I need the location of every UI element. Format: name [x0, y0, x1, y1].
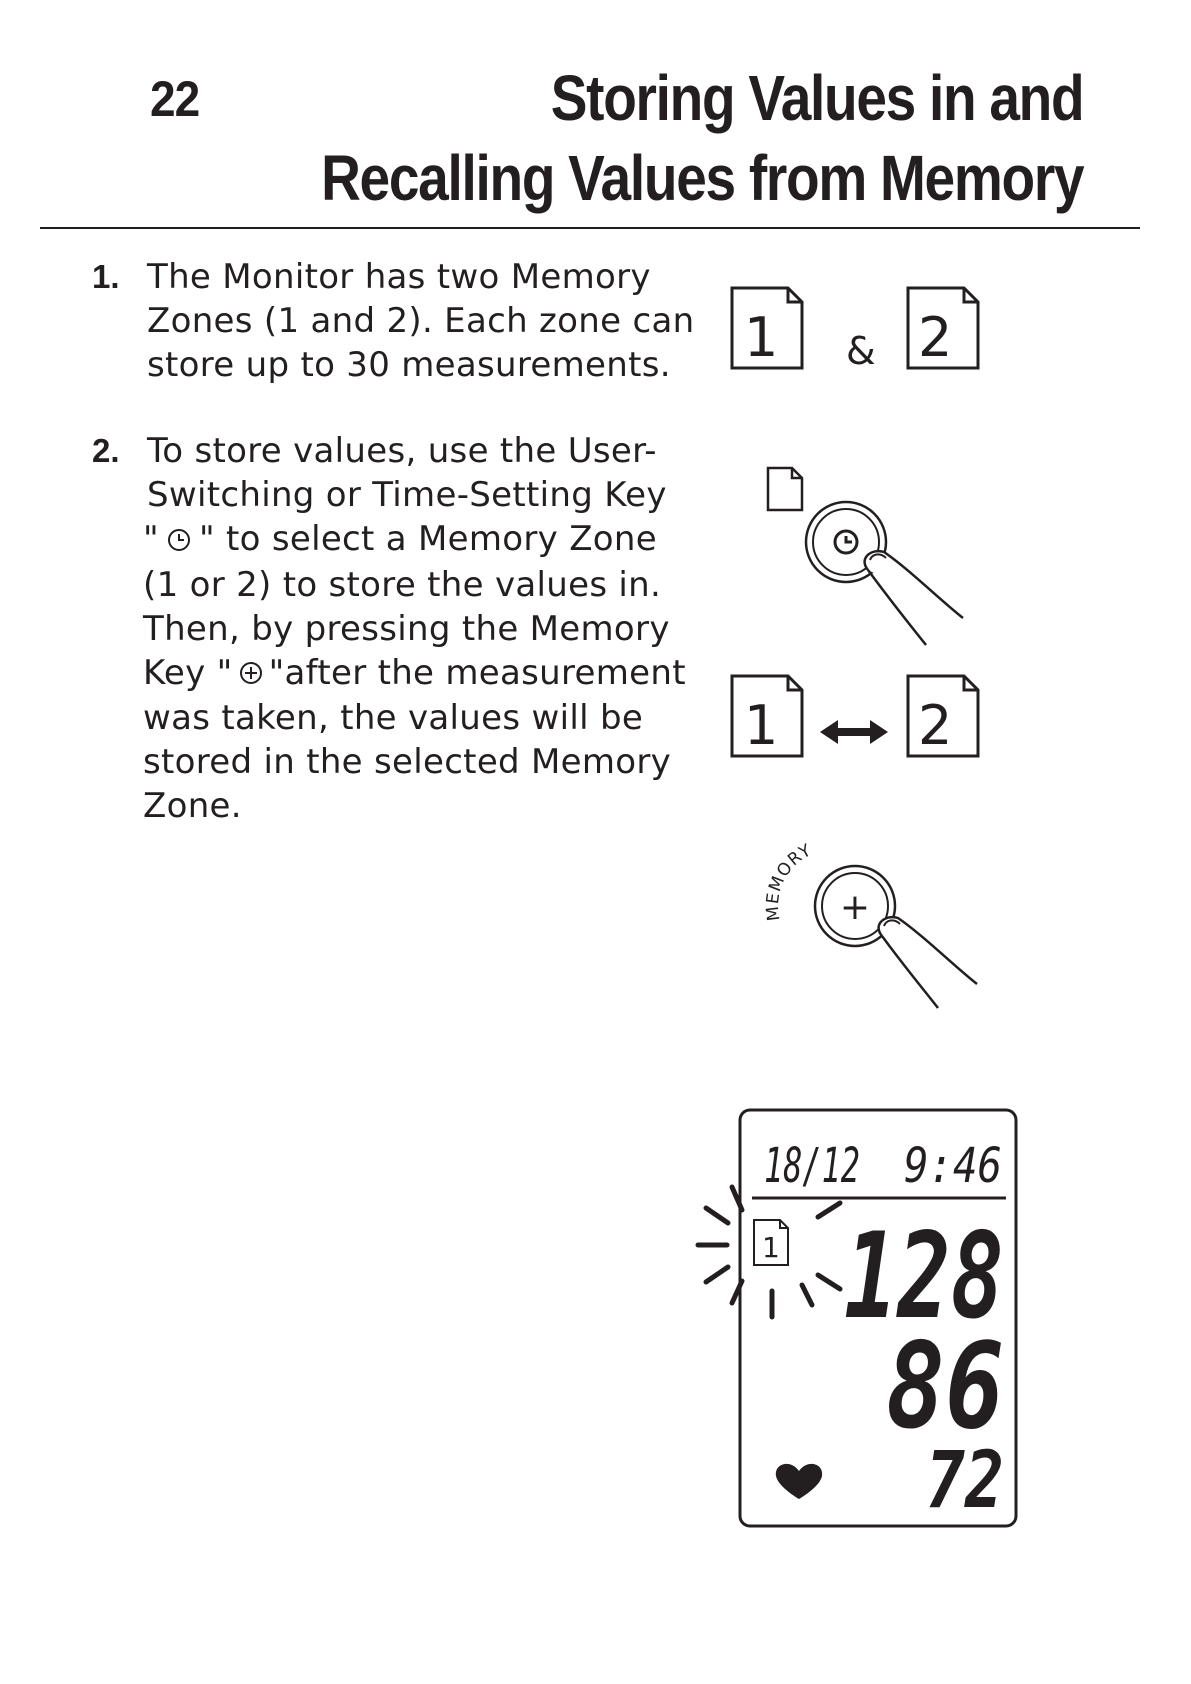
lcd-display-figure: 18/12 9:46 1 128 86 72	[695, 1108, 1018, 1528]
plus-icon: +	[840, 887, 870, 928]
header-divider	[40, 227, 1140, 229]
circled-plus-icon	[239, 652, 263, 696]
zone-switch-figure: 1 2	[730, 674, 980, 758]
step-text: The Monitor has two Memory Zones (1 and …	[147, 255, 695, 387]
quote-open: Key "	[143, 652, 233, 693]
ampersand: &	[846, 329, 876, 373]
text-line: store up to 30 measurements.	[147, 345, 671, 385]
finger-icon	[877, 915, 978, 1009]
clock-icon	[833, 529, 859, 555]
zone-1-label: 1	[744, 694, 778, 757]
lcd-frame	[738, 1108, 1018, 1528]
step-1: 1. The Monitor has two Memory Zones (1 a…	[92, 255, 695, 387]
quote-close-text: " to select a Memory Zone	[198, 519, 657, 559]
memory-zones-figure: 1 & 2	[730, 286, 980, 373]
heart-icon	[775, 1463, 823, 1499]
clock-icon	[167, 519, 191, 563]
title-line-1: Storing Values in and	[550, 62, 1084, 134]
time-key-button	[804, 500, 888, 584]
text-line: stored in the selected Memory	[143, 742, 672, 782]
zone-2-label: 2	[918, 694, 952, 757]
lcd-time: 9:46	[904, 1138, 1002, 1194]
memory-zone-2-icon: 2	[906, 286, 980, 370]
lcd-date: 18/12	[764, 1138, 860, 1194]
memory-key-figure: MEMORY +	[763, 840, 978, 1009]
lcd-pulse: 72	[926, 1436, 1004, 1526]
page-number: 22	[150, 71, 200, 127]
lcd-zone-label: 1	[762, 1231, 780, 1264]
step-number: 1.	[92, 258, 120, 295]
memory-zone-1-icon: 1	[730, 286, 804, 370]
memory-key-button: +	[813, 864, 897, 948]
text-line: To store values, use the User-	[147, 431, 657, 471]
lcd-systolic: 128	[844, 1207, 1004, 1345]
title-line-2: Recalling Values from Memory	[320, 142, 1085, 214]
double-arrow-icon	[820, 720, 888, 744]
memory-key-label: MEMORY	[763, 840, 816, 922]
lcd-memory-zone-icon: 1	[753, 1219, 789, 1266]
finger-icon	[863, 549, 964, 646]
instruction-list: 1. The Monitor has two Memory Zones (1 a…	[92, 255, 695, 858]
text-line: (1 or 2) to store the values in.	[143, 564, 662, 605]
memory-zone-icon	[766, 466, 804, 512]
text-line: Then, by pressing the Memory	[143, 608, 670, 649]
blink-rays-icon	[695, 1184, 843, 1320]
step-2: 2. To store values, use the User- Switch…	[92, 429, 692, 828]
memory-zone-2-icon: 2	[906, 674, 980, 758]
text-line: Zones (1 and 2). Each zone can	[147, 301, 695, 341]
time-key-figure	[766, 466, 964, 646]
text-line: was taken, the values will be	[143, 698, 644, 738]
memory-zone-1-icon: 1	[730, 674, 804, 758]
text-line: Zone.	[143, 786, 242, 826]
quote-close-text: "after the measurement	[268, 652, 686, 693]
zone-2-label: 2	[918, 306, 952, 369]
text-line: " " to select a Memory Zone	[143, 517, 692, 563]
step-text: To store values, use the User- Switching…	[143, 429, 692, 828]
page-title: Storing Values in and Recalling Values f…	[197, 58, 1085, 218]
quote-open: "	[143, 519, 159, 559]
zone-1-label: 1	[744, 306, 778, 369]
text-line: Key " "after the measurement	[143, 651, 692, 697]
step-number: 2.	[92, 432, 120, 469]
text-line: Switching or Time-Setting Key	[147, 475, 667, 515]
text-line: The Monitor has two Memory	[147, 257, 651, 297]
lcd-diastolic: 86	[886, 1317, 1004, 1455]
